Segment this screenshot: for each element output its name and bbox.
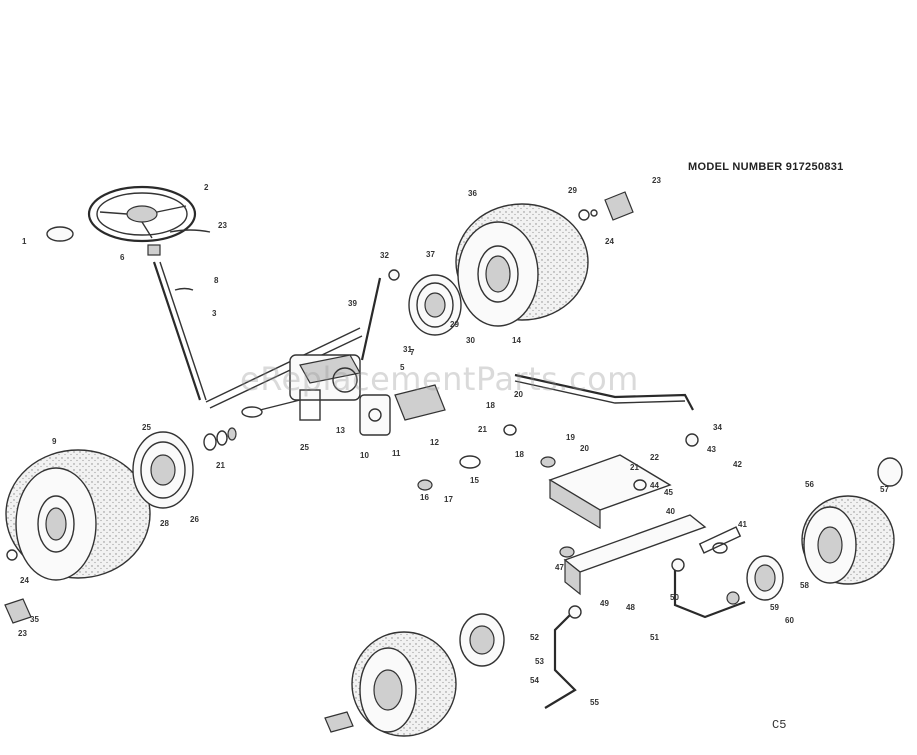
hub-cap-lower-left	[4, 549, 32, 624]
callout-number: 19	[566, 433, 575, 442]
callout-number: 1	[22, 237, 27, 246]
callout-number: 3	[212, 309, 217, 318]
callout-number: 35	[30, 615, 39, 624]
callout-number: 26	[190, 515, 199, 524]
callout-number: 52	[530, 633, 539, 642]
callout-number: 57	[880, 485, 889, 494]
callout-number: 15	[470, 476, 479, 485]
callout-number: 32	[380, 251, 389, 260]
callout-number: 53	[535, 657, 544, 666]
steering-gear-box	[241, 269, 400, 421]
front-hub-right	[746, 555, 784, 601]
callout-number: 24	[20, 576, 29, 585]
hardware-parts	[417, 424, 740, 605]
callout-number: 6	[120, 253, 125, 262]
front-wheel-right	[801, 495, 895, 585]
callout-number: 9	[52, 437, 57, 446]
callout-number: 40	[666, 507, 675, 516]
callout-number: 44	[650, 481, 659, 490]
hub-cap-upper	[578, 191, 634, 221]
spindle-left	[544, 605, 582, 709]
hub-cap-right	[877, 457, 903, 487]
callout-number: 18	[486, 401, 495, 410]
callout-number: 34	[713, 423, 722, 432]
front-wheel-lower	[351, 631, 457, 737]
callout-number: 23	[218, 221, 227, 230]
callout-number: 2	[204, 183, 209, 192]
callout-number: 13	[336, 426, 345, 435]
callout-number: 7	[410, 348, 415, 357]
callout-number: 39	[348, 299, 357, 308]
tie-rod	[514, 373, 699, 447]
front-hub-left	[132, 431, 194, 509]
callout-number: 29	[450, 320, 459, 329]
callout-number: 10	[360, 451, 369, 460]
front-wheel-left	[5, 449, 151, 581]
callout-number: 54	[530, 676, 539, 685]
steering-cap	[46, 226, 74, 242]
callout-number: 21	[478, 425, 487, 434]
callout-number: 28	[160, 519, 169, 528]
callout-number: 14	[512, 336, 521, 345]
callout-number: 11	[392, 449, 401, 458]
callout-number: 48	[626, 603, 635, 612]
steering-wheel	[87, 185, 197, 243]
callout-number: 60	[785, 616, 794, 625]
callout-number: 16	[420, 493, 429, 502]
callout-number: 24	[605, 237, 614, 246]
callout-number: 31	[403, 345, 412, 354]
hub-cap-lower	[324, 711, 354, 733]
callout-number: 43	[707, 445, 716, 454]
callout-number: 30	[466, 336, 475, 345]
support-plate	[548, 454, 672, 530]
callout-number: 21	[216, 461, 225, 470]
bearing-left	[203, 427, 237, 451]
model-number: MODEL NUMBER 917250831	[688, 161, 844, 173]
front-hub-lower	[459, 613, 505, 667]
callout-number: 51	[650, 633, 659, 642]
hub-upper	[408, 274, 462, 336]
drag-link	[205, 327, 363, 409]
steering-shaft	[147, 229, 211, 401]
callout-number: 25	[300, 443, 309, 452]
callout-number: 17	[444, 495, 453, 504]
callout-number: 45	[664, 488, 673, 497]
callout-number: 25	[142, 423, 151, 432]
callout-number: 59	[770, 603, 779, 612]
rear-wheel-upper	[455, 203, 589, 327]
spindle-right	[671, 558, 746, 619]
callout-number: 49	[600, 599, 609, 608]
callout-number: 47	[555, 563, 564, 572]
watermark-text: eReplacementParts.com	[240, 360, 639, 398]
callout-number: 5	[400, 363, 405, 372]
callout-number: 12	[430, 438, 439, 447]
callout-number: 58	[800, 581, 809, 590]
callout-number: 20	[514, 390, 523, 399]
front-axle	[563, 514, 742, 596]
callout-number: 41	[738, 520, 747, 529]
page-code: C5	[772, 718, 787, 732]
callout-number: 36	[468, 189, 477, 198]
callout-number: 42	[733, 460, 742, 469]
callout-number: 21	[630, 463, 639, 472]
callout-number: 23	[652, 176, 661, 185]
callout-number: 55	[590, 698, 599, 707]
callout-number: 56	[805, 480, 814, 489]
callout-number: 20	[580, 444, 589, 453]
spindle-bracket	[359, 384, 446, 436]
callout-number: 8	[214, 276, 219, 285]
callout-number: 18	[515, 450, 524, 459]
callout-number: 37	[426, 250, 435, 259]
callout-number: 50	[670, 593, 679, 602]
callout-number: 29	[568, 186, 577, 195]
callout-number: 23	[18, 629, 27, 638]
callout-number: 22	[650, 453, 659, 462]
